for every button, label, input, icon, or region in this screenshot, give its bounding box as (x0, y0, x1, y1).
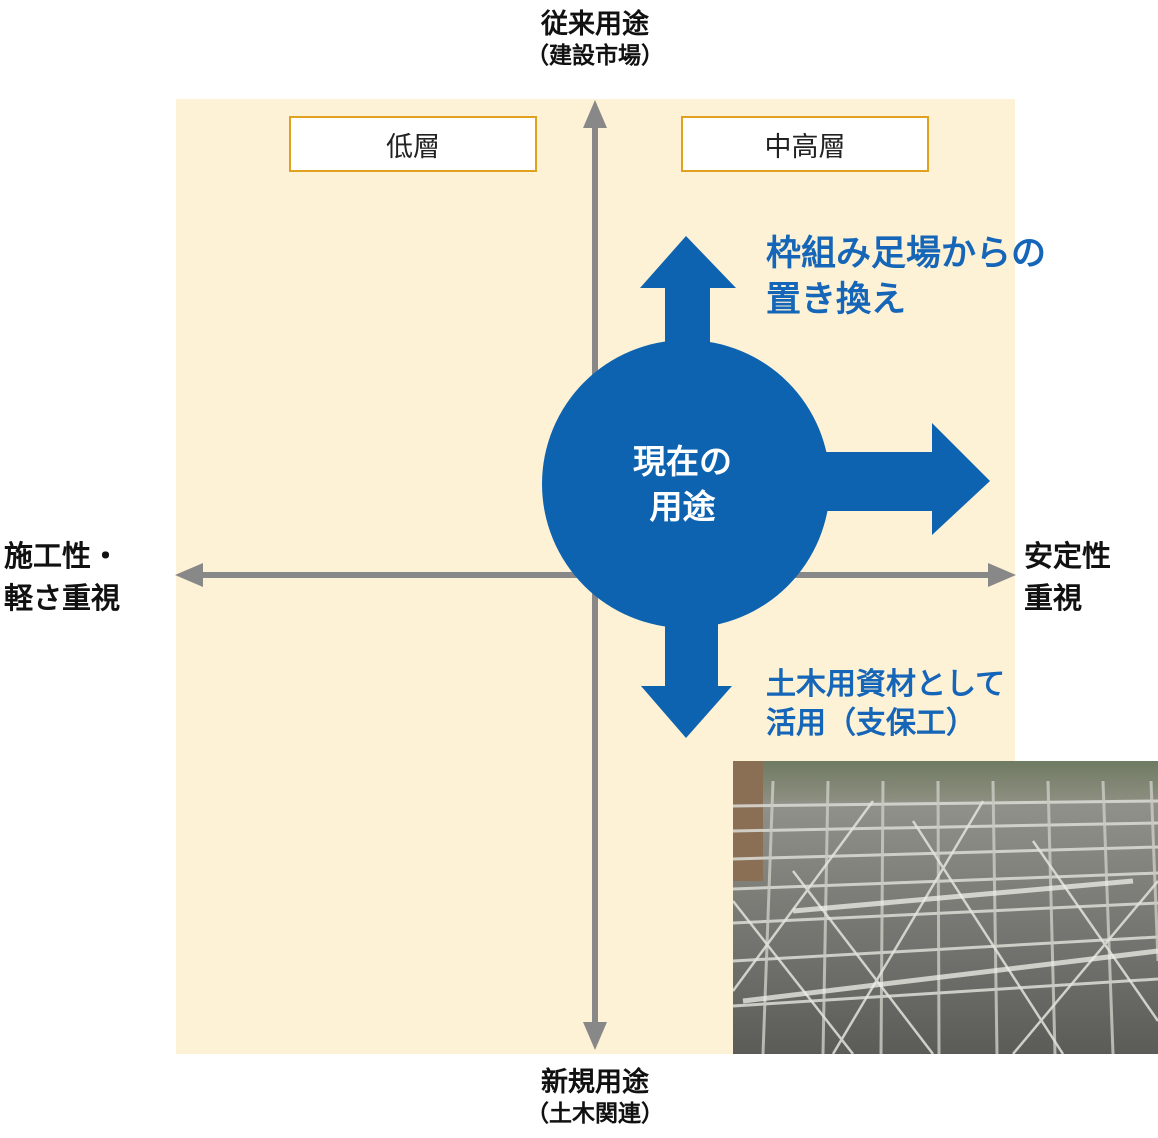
axis-arrow-up (583, 100, 607, 128)
direction-down-label: 土木用資材として 活用（支保工） (766, 665, 1086, 743)
axis-bottom-sub: （土木関連） (526, 1100, 664, 1127)
direction-up-line2: 置き換え (766, 279, 907, 320)
direction-arrows (640, 236, 990, 738)
axis-right-label: 安定性 重視 (1024, 535, 1154, 619)
axis-arrow-left (175, 563, 203, 587)
axis-left-line1: 施工性・ (4, 539, 121, 573)
axis-arrow-down (583, 1022, 607, 1050)
quadrant-tag-low: 低層 (289, 116, 537, 172)
direction-up-label: 枠組み足場からの 置き換え (766, 232, 1126, 323)
axis-right-line2: 重視 (1024, 581, 1083, 616)
center-line1: 現在の (633, 442, 732, 481)
center-label: 現在の 用途 (600, 440, 765, 529)
axis-left-line2: 軽さ重視 (4, 581, 121, 616)
axis-right-line1: 安定性 (1024, 539, 1112, 573)
current-use-circle (542, 340, 830, 628)
direction-down-line2: 活用（支保工） (766, 706, 976, 741)
axis-bottom-title: 新規用途 (541, 1067, 649, 1098)
axis-top-label: 従来用途 （建設市場） (480, 8, 710, 71)
center-line2: 用途 (649, 486, 716, 526)
arrow-right-shape (820, 423, 990, 535)
quadrant-tag-mid-high: 中高層 (681, 116, 929, 172)
arrow-up-shape (640, 236, 736, 360)
axis-bottom-label: 新規用途 （土木関連） (480, 1066, 710, 1129)
scaffolding-photo (733, 761, 1158, 1054)
axis-top-title: 従来用途 (541, 9, 649, 40)
axis-top-sub: （建設市場） (526, 42, 664, 69)
axis-arrow-right (988, 563, 1016, 587)
axis-left-label: 施工性・ 軽さ重視 (4, 535, 164, 619)
direction-down-line1: 土木用資材として (766, 667, 1006, 702)
direction-up-line1: 枠組み足場からの (766, 234, 1047, 274)
arrow-down-shape (641, 620, 732, 738)
